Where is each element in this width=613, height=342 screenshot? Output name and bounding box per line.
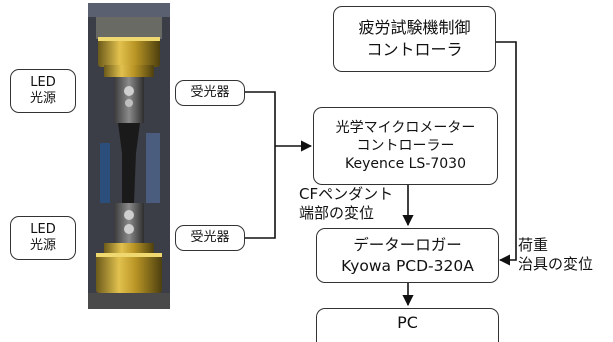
specimen-photo-drawing bbox=[88, 3, 170, 309]
logger-line1: データーロガー bbox=[353, 236, 462, 255]
receiver-lower: 受光器 bbox=[175, 225, 245, 251]
led-upper-line1: LED bbox=[30, 75, 56, 91]
logger-line2: Kyowa PCD-320A bbox=[341, 256, 474, 275]
led-upper-line2: 光源 bbox=[29, 91, 56, 106]
load-jig-displacement-label: 荷重 治具の変位 bbox=[518, 236, 593, 274]
led-lower-line1: LED bbox=[30, 222, 56, 238]
led-light-source-lower: LED 光源 bbox=[10, 216, 76, 260]
fatigue-controller-line1: 疲労試験機制御 bbox=[358, 18, 471, 38]
micrometer-line2: コントローラー bbox=[356, 137, 455, 154]
cf-label-line2: 端部の変位 bbox=[299, 203, 375, 222]
arrow-fatigue-to-logger bbox=[496, 41, 517, 266]
data-logger: データーロガー Kyowa PCD-320A bbox=[316, 228, 499, 283]
led-light-source-upper: LED 光源 bbox=[10, 69, 76, 113]
micrometer-line3: Keyence LS-7030 bbox=[345, 156, 466, 173]
wire-upper-receiver bbox=[245, 91, 276, 146]
optical-micrometer-controller: 光学マイクロメーター コントローラー Keyence LS-7030 bbox=[313, 107, 498, 185]
receiver-upper-label: 受光器 bbox=[190, 85, 230, 101]
cf-pendant-displacement-label: CFペンダント 端部の変位 bbox=[299, 185, 393, 223]
wire-lower-receiver bbox=[245, 146, 276, 239]
load-label-line1: 荷重 bbox=[518, 236, 549, 254]
pc-label: PC bbox=[397, 312, 418, 332]
receiver-lower-label: 受光器 bbox=[190, 230, 230, 246]
micrometer-line1: 光学マイクロメーター bbox=[335, 119, 476, 136]
fatigue-tester-controller: 疲労試験機制御 コントローラ bbox=[333, 6, 496, 72]
pc-box: PC bbox=[316, 308, 499, 342]
specimen-photo bbox=[88, 3, 170, 309]
cf-label-line1: CFペンダント bbox=[299, 185, 394, 203]
fatigue-controller-line2: コントローラ bbox=[366, 40, 463, 59]
receiver-upper: 受光器 bbox=[175, 80, 245, 106]
load-label-line2: 治具の変位 bbox=[518, 254, 594, 273]
led-lower-line2: 光源 bbox=[29, 238, 56, 253]
